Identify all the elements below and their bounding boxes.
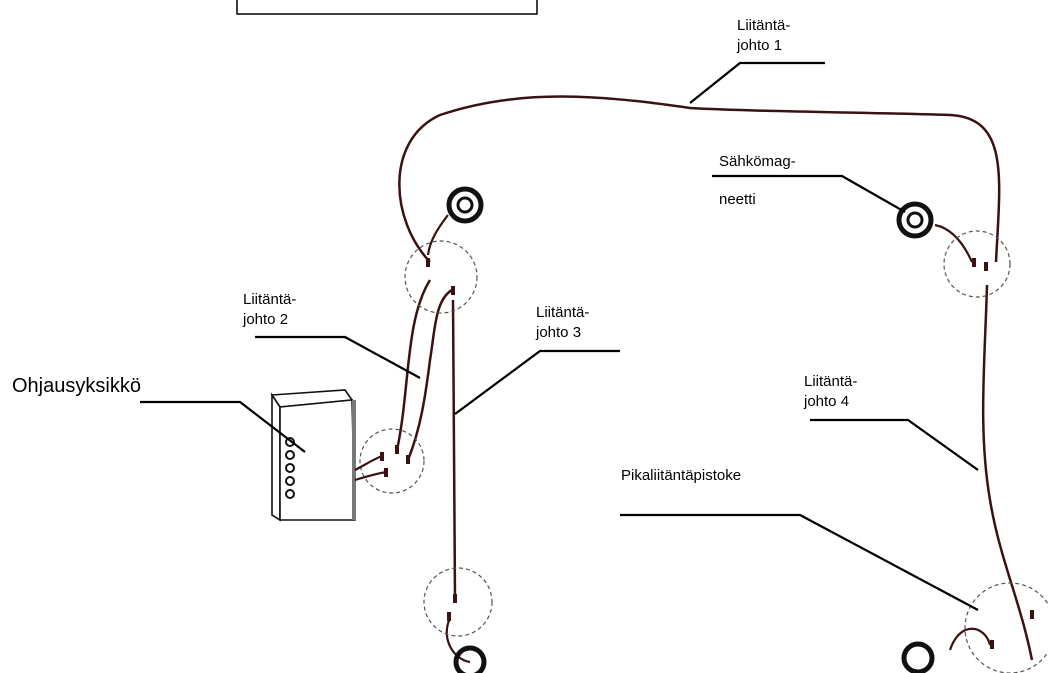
connector-stubs — [380, 258, 1034, 649]
label-cable-1: Liitäntä- johto 1 — [737, 16, 790, 56]
solenoid-bottom-right — [901, 627, 992, 673]
control-unit-box — [270, 389, 387, 522]
label-cable-3-line2: johto 3 — [536, 324, 582, 341]
label-cable-3: Liitäntä- johto 3 — [536, 303, 589, 343]
cable-3 — [451, 299, 457, 599]
cable-2-branch — [406, 288, 453, 461]
label-cable-4-line2: johto 4 — [804, 393, 850, 410]
connector-circle-bottom-left — [423, 567, 493, 637]
label-solenoid-line1: Sähkömag- — [719, 153, 796, 170]
label-cable-2-line1: Liitäntä- — [243, 291, 297, 308]
solenoid-top-left — [426, 186, 484, 256]
label-solenoid-line2: neetti — [719, 191, 756, 208]
label-cable-4: Liitäntä- johto 4 — [804, 372, 857, 412]
cable-1 — [398, 95, 1001, 263]
connector-circle-top-left — [404, 240, 478, 314]
cable-2 — [395, 279, 432, 451]
connector-circle-top-right — [943, 230, 1011, 298]
label-control-unit: Ohjausyksikkö — [12, 375, 141, 397]
label-cable-1-line1: Liitäntä- — [737, 17, 791, 34]
label-quick-connector: Pikaliitäntäpistoke — [621, 467, 742, 484]
label-cable-1-line2: johto 1 — [737, 37, 783, 54]
solenoid-bottom-left — [445, 617, 487, 673]
top-box-frame — [236, 0, 538, 15]
cable-4 — [981, 284, 1034, 661]
connector-circle-quick — [964, 582, 1048, 673]
solenoid-top-right — [896, 201, 974, 263]
label-cable-2: Liitäntä- johto 2 — [243, 290, 296, 330]
label-cable-4-line1: Liitäntä- — [804, 373, 858, 390]
label-cable-3-line1: Liitäntä- — [536, 304, 590, 321]
connector-circle-control — [359, 428, 425, 494]
label-cable-2-line2: johto 2 — [243, 311, 289, 328]
leader-lines — [140, 61, 979, 611]
